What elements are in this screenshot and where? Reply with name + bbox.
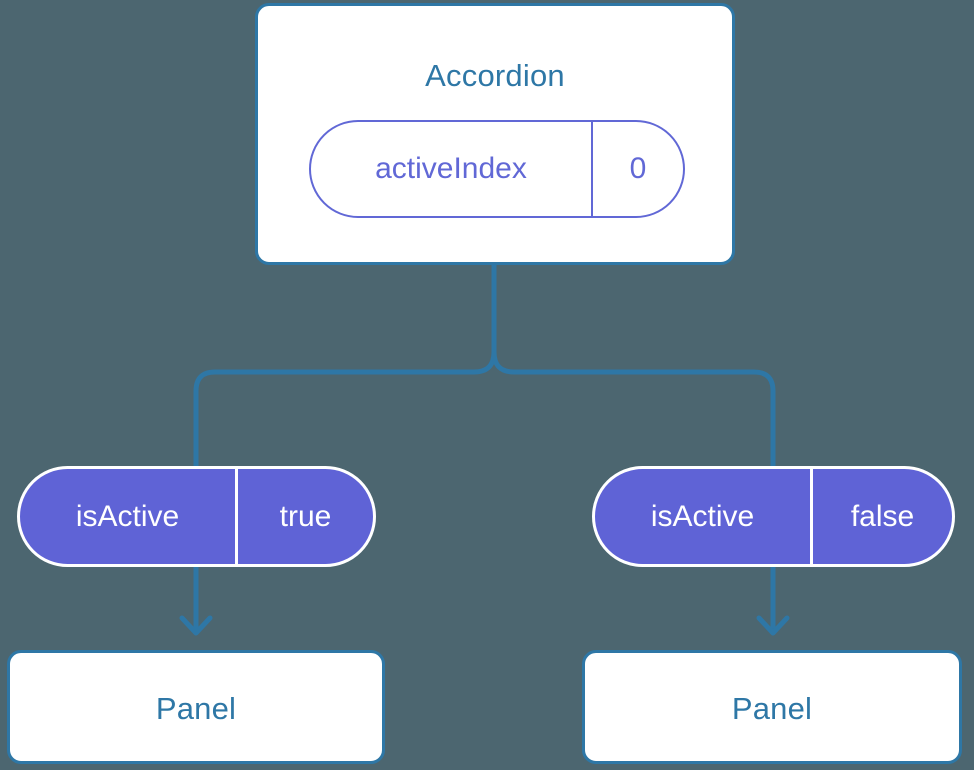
- accordion-component-card[interactable]: Accordion activeIndex 0: [255, 3, 735, 265]
- accordion-title: Accordion: [425, 58, 565, 93]
- state-pill-value: false: [810, 469, 952, 564]
- state-pill-key: isActive: [75, 499, 180, 533]
- connector-branch-right: [491, 351, 776, 470]
- state-pill-value: true: [235, 469, 373, 564]
- panel-title: Panel: [155, 691, 237, 726]
- connector-branch-left: [193, 351, 497, 470]
- state-pill-value: 0: [590, 122, 683, 216]
- arrow-down-icon-left: [179, 566, 213, 636]
- arrow-down-icon-right: [756, 566, 790, 636]
- state-pill-active-index[interactable]: activeIndex 0: [309, 120, 685, 218]
- panel-title: Panel: [731, 691, 813, 726]
- panel-card-right[interactable]: Panel: [582, 650, 962, 764]
- panel-card-left[interactable]: Panel: [7, 650, 385, 764]
- state-pill-key: activeIndex: [375, 152, 527, 185]
- state-pill-is-active-true[interactable]: isActive true: [17, 466, 376, 567]
- state-pill-key: isActive: [650, 499, 755, 533]
- state-pill-is-active-false[interactable]: isActive false: [592, 466, 955, 567]
